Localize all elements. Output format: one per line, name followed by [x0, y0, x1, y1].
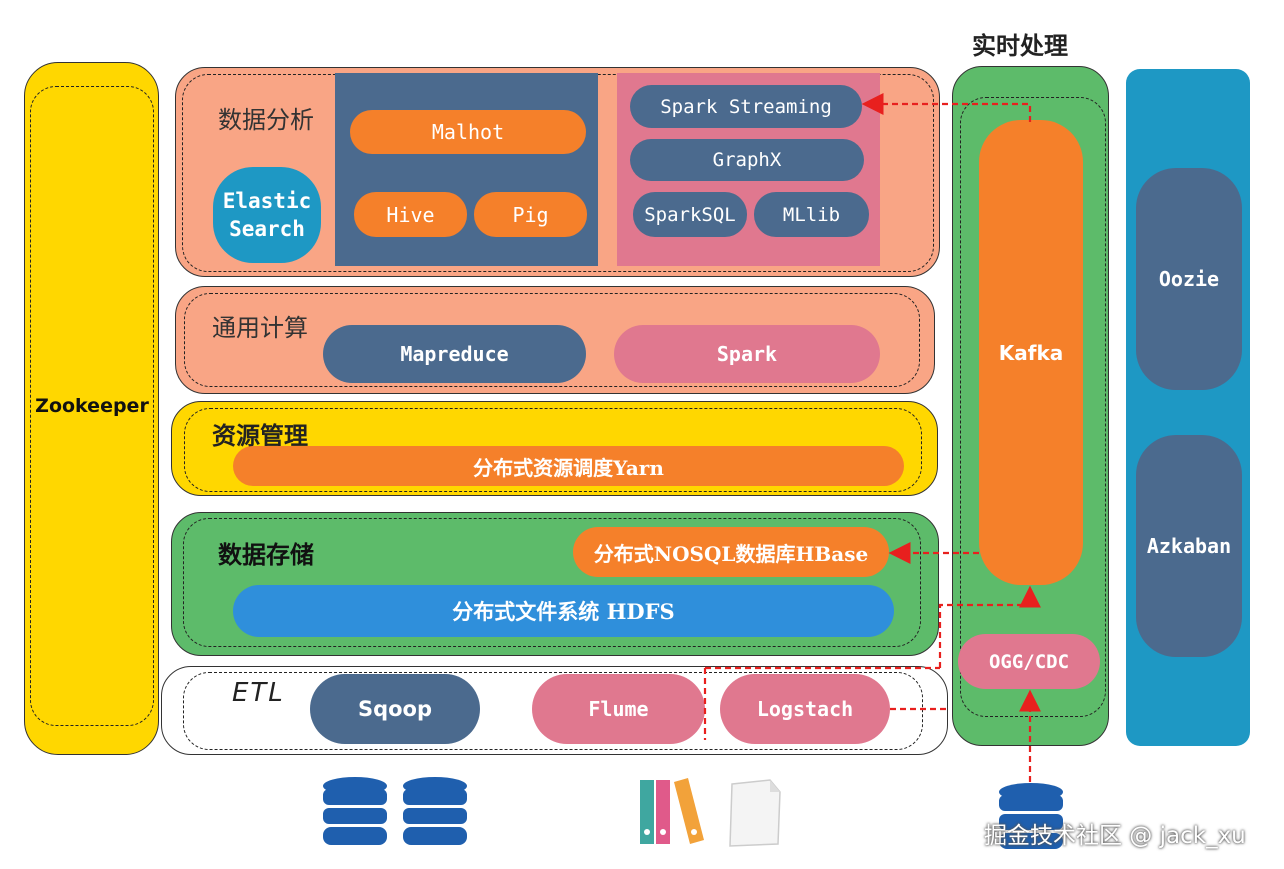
mapreduce-node: Mapreduce: [323, 325, 586, 383]
zookeeper-label: Zookeeper: [35, 395, 149, 417]
realtime-dash-frame: [960, 97, 1106, 717]
database-icon: [999, 783, 1063, 849]
spark-streaming-node: Spark Streaming: [630, 85, 862, 128]
pig-node: Pig: [474, 192, 587, 237]
yarn-node: 分布式资源调度Yarn: [233, 446, 904, 486]
resource-mgmt-dash-frame: [184, 408, 922, 492]
realtime-title: 实时处理: [972, 32, 1068, 60]
zookeeper-dash-frame: [30, 86, 154, 726]
oozie-node: Oozie: [1136, 168, 1242, 390]
graphx-node: GraphX: [630, 139, 864, 181]
hbase-node: 分布式NOSQL数据库HBase: [573, 527, 889, 577]
database-icon: [323, 777, 387, 845]
elasticsearch-line2: Search: [229, 217, 305, 241]
elasticsearch-node: Elastic Search: [213, 167, 321, 263]
azkaban-node: Azkaban: [1136, 435, 1242, 657]
document-icon: [729, 779, 781, 847]
ogg-cdc-node: OGG/CDC: [958, 634, 1100, 689]
hdfs-node: 分布式文件系统 HDFS: [233, 585, 894, 637]
general-compute-title: 通用计算: [212, 314, 308, 342]
mllib-node: MLlib: [754, 192, 869, 237]
elasticsearch-line1: Elastic: [222, 189, 312, 213]
resource-mgmt-title: 资源管理: [212, 422, 308, 450]
sqoop-node: Sqoop: [310, 674, 480, 744]
database-icon: [403, 777, 467, 845]
logstach-node: Logstach: [720, 674, 890, 744]
data-storage-dash-frame: [183, 518, 921, 647]
zookeeper-panel: [24, 62, 159, 755]
binders-icon: [640, 778, 704, 844]
etl-dash-frame: [183, 672, 923, 750]
spark-node: Spark: [614, 325, 880, 383]
general-compute-dash-frame: [184, 293, 920, 387]
watermark: 掘金技术社区 @ jack_xu: [984, 823, 1246, 849]
flume-node: Flume: [532, 674, 705, 744]
hive-node: Hive: [354, 192, 467, 237]
etl-title: ETL: [232, 678, 285, 708]
kafka-node: Kafka: [979, 120, 1083, 585]
malhot-node: Malhot: [350, 110, 586, 154]
data-storage-title: 数据存储: [218, 541, 314, 569]
sparksql-node: SparkSQL: [633, 192, 747, 237]
data-analysis-title: 数据分析: [218, 106, 314, 134]
hadoop-tools-panel: [335, 73, 598, 266]
